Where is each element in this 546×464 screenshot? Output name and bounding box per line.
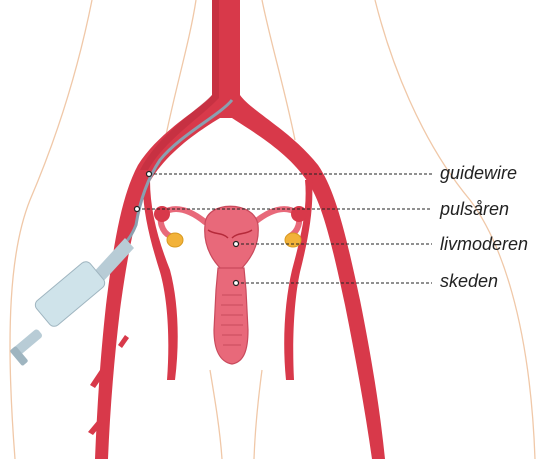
label-artery: pulsåren	[440, 199, 509, 219]
label-uterus: livmoderen	[440, 234, 528, 254]
leader-dot-vagina	[234, 281, 239, 286]
label-vagina: skeden	[440, 271, 498, 291]
leader-dot-uterus	[234, 242, 239, 247]
body-outline	[10, 0, 535, 459]
label-guidewire: guidewire	[440, 163, 517, 183]
leader-dot-guidewire	[147, 172, 152, 177]
leader-lines	[137, 174, 432, 283]
leader-dot-artery	[135, 207, 140, 212]
